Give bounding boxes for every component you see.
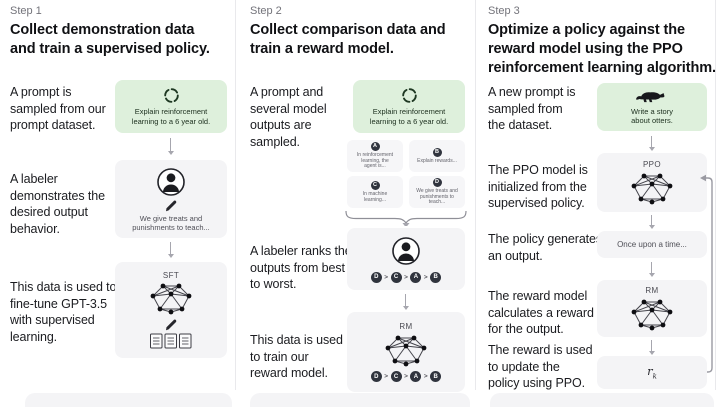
output-tag: B bbox=[432, 147, 442, 157]
step1-prompt-text: Explain reinforcement learning to a 6 ye… bbox=[131, 107, 211, 126]
step2-prompt-text: Explain reinforcement learning to a 6 ye… bbox=[369, 107, 449, 126]
step1-caption-labeler: A labeler demonstrates the desired outpu… bbox=[10, 172, 105, 236]
step2-caption-rm: This data is used to train our reward mo… bbox=[250, 333, 343, 380]
step3-caption-rm: The reward model calculates a reward for… bbox=[488, 289, 594, 336]
output-box-c: C In machine learning... bbox=[347, 176, 403, 208]
documents-icon bbox=[150, 333, 192, 348]
neural-network-icon bbox=[631, 173, 673, 204]
rm-label: RM bbox=[399, 322, 413, 331]
down-arrow-icon bbox=[647, 340, 656, 355]
neural-network-icon bbox=[150, 283, 192, 314]
down-arrow-icon bbox=[166, 242, 175, 258]
feedback-loop-arrow bbox=[700, 174, 713, 373]
rank-item: C bbox=[390, 371, 402, 382]
step3-caption-prompt: A new prompt is sampled from the dataset… bbox=[488, 85, 576, 132]
sampling-icon bbox=[163, 88, 179, 103]
ppo-label: PPO bbox=[642, 159, 662, 169]
otter-icon bbox=[636, 91, 665, 102]
step2-caption-prompt: A prompt and several model outputs are s… bbox=[250, 85, 327, 149]
step3-caption-output: The policy generates an output. bbox=[488, 232, 603, 263]
down-arrow-icon bbox=[647, 136, 656, 151]
labeler-icon bbox=[157, 167, 185, 196]
down-arrow-icon bbox=[166, 138, 175, 155]
output-text: In reinforcement learning, the agent is.… bbox=[356, 151, 394, 170]
output-tag: C bbox=[370, 180, 380, 190]
next-row-box-partial bbox=[25, 393, 232, 407]
sampling-icon bbox=[401, 88, 417, 103]
rm-label: RM bbox=[645, 285, 659, 295]
step2-label: Step 2 bbox=[250, 5, 282, 17]
column-divider-2 bbox=[475, 0, 476, 390]
step1-sft-box: SFT bbox=[115, 262, 227, 358]
next-row-box-partial bbox=[250, 393, 470, 407]
step2-prompt-box: Explain reinforcement learning to a 6 ye… bbox=[353, 80, 465, 133]
step2-labeler-box: D > C > A > B bbox=[347, 228, 465, 290]
step3-output-box: Once upon a time... bbox=[597, 231, 707, 258]
rank-item: B bbox=[430, 271, 442, 283]
down-arrow-icon bbox=[401, 294, 410, 310]
next-row-box-partial bbox=[490, 393, 714, 407]
step3-caption-reward: The reward is used to update the policy … bbox=[488, 343, 593, 390]
brace-icon bbox=[345, 210, 467, 226]
neural-network-icon bbox=[631, 299, 673, 330]
labeler-icon bbox=[392, 236, 420, 265]
down-arrow-icon bbox=[647, 262, 656, 277]
step1-label: Step 1 bbox=[10, 5, 42, 17]
down-arrow-icon bbox=[647, 215, 656, 229]
step2-title: Collect comparison data and train a rewa… bbox=[250, 22, 446, 57]
step3-caption-ppo: The PPO model is initialized from the su… bbox=[488, 163, 588, 210]
output-tag: D bbox=[432, 177, 442, 187]
rank-item: C bbox=[390, 271, 402, 283]
output-box-d: D We give treats and punishments to teac… bbox=[409, 176, 465, 208]
step2-caption-rank: A labeler ranks the outputs from best to… bbox=[250, 244, 352, 291]
column-divider-1 bbox=[235, 0, 236, 390]
output-tag: A bbox=[370, 141, 380, 151]
step3-rm-box: RM bbox=[597, 280, 707, 337]
step3-ppo-box: PPO bbox=[597, 153, 707, 212]
rank-item: A bbox=[410, 271, 422, 283]
output-box-b: B Explain rewards... bbox=[409, 140, 465, 172]
output-text: Explain rewards... bbox=[417, 157, 457, 164]
output-text: In machine learning... bbox=[362, 190, 388, 203]
ranking-row: D > C > A > B bbox=[370, 271, 442, 283]
output-box-a: A In reinforcement learning, the agent i… bbox=[347, 140, 403, 172]
step1-title: Collect demonstration data and train a s… bbox=[10, 22, 210, 57]
step1-caption-prompt: A prompt is sampled from our prompt data… bbox=[10, 85, 106, 132]
step3-prompt-box: Write a story about otters. bbox=[597, 83, 707, 131]
step3-title: Optimize a policy against the reward mod… bbox=[488, 22, 716, 76]
column-divider-3 bbox=[715, 0, 716, 390]
sft-label: SFT bbox=[162, 270, 180, 280]
output-text: We give treats and punishments to teach.… bbox=[416, 187, 458, 206]
reward-symbol: rk bbox=[647, 364, 657, 381]
step1-labeler-box: We give treats and punishments to teach.… bbox=[115, 160, 227, 238]
step2-rm-box: RM D > C > A > B bbox=[347, 312, 465, 392]
pencil-icon bbox=[165, 319, 176, 330]
neural-network-icon bbox=[385, 335, 427, 367]
rank-item: D bbox=[370, 371, 382, 382]
rank-item: D bbox=[370, 271, 382, 283]
step3-output-text: Once upon a time... bbox=[617, 240, 687, 249]
step1-labeler-text: We give treats and punishments to teach.… bbox=[132, 213, 210, 232]
rank-item: A bbox=[410, 371, 422, 382]
step1-caption-sft: This data is used to fine-tune GPT-3.5 w… bbox=[10, 280, 117, 344]
step3-reward-box: rk bbox=[597, 356, 707, 389]
step3-prompt-text: Write a story about otters. bbox=[631, 106, 673, 126]
ranking-row: D > C > A > B bbox=[370, 371, 442, 382]
rank-item: B bbox=[430, 371, 442, 382]
step3-label: Step 3 bbox=[488, 5, 520, 17]
step1-prompt-box: Explain reinforcement learning to a 6 ye… bbox=[115, 80, 227, 133]
pencil-icon bbox=[165, 200, 176, 211]
